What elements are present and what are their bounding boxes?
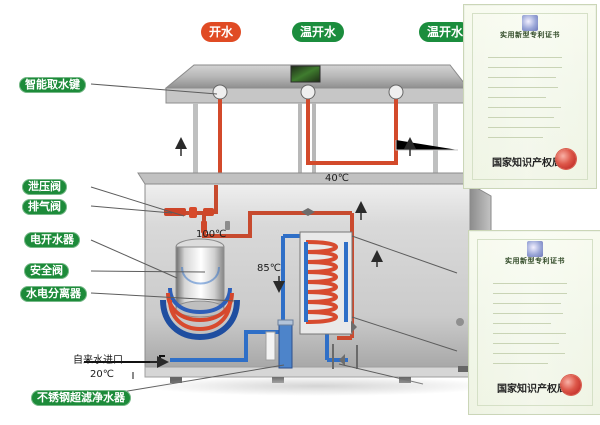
certificate-line (488, 57, 562, 58)
certificate-line (488, 127, 560, 128)
certificate-title-bottom: 实用新型专利证书 (505, 257, 565, 265)
water-separator-label: 水电分离器 (20, 286, 87, 302)
certificate-signature-bottom: 国家知识产权局 (497, 384, 567, 395)
warm-water-label: 温开水 (292, 22, 345, 42)
temperature-note-top: 40℃ (325, 173, 349, 184)
certificate-line (488, 87, 558, 88)
certificate-line (493, 323, 551, 324)
certificate-line (493, 283, 567, 284)
certificate-top: 实用新型专利证书 国家知识产权局 (463, 4, 597, 189)
hot-water-label: 开水 (201, 22, 242, 42)
certificate-line (493, 363, 548, 364)
certificate-title-top: 实用新型专利证书 (500, 31, 560, 39)
certificate-seal-icon (556, 149, 576, 169)
certificate-logo-icon (527, 241, 543, 257)
certificate-line (488, 117, 554, 118)
certificate-border-bottom (477, 239, 593, 406)
certificate-line (493, 313, 563, 314)
certificate-logo-icon (522, 15, 538, 31)
smart-key-label: 智能取水键 (19, 77, 86, 93)
temperature-note-inlet: 20℃ (90, 369, 114, 380)
certificate-bottom: 实用新型专利证书 国家知识产权局 (468, 230, 600, 415)
temperature-note-boil: 100℃ (196, 229, 227, 240)
certificate-line (488, 107, 561, 108)
certificate-line (488, 77, 556, 78)
certificate-signature-top: 国家知识产权局 (492, 158, 562, 169)
certificate-border-top (472, 13, 588, 180)
electric-boiler-label: 电开水器 (24, 232, 80, 248)
certificate-line (493, 293, 567, 294)
certificate-line (493, 353, 565, 354)
certificate-line (493, 343, 559, 344)
tap-inlet-note: 自来水进口 (73, 355, 123, 366)
certificate-line (488, 67, 562, 68)
certificate-line (493, 303, 561, 304)
safety-valve-label: 安全阀 (24, 263, 69, 279)
warm-water-right-label: 温开水 (419, 22, 472, 42)
temperature-note-coil: 85℃ (257, 263, 281, 274)
certificate-line (488, 97, 546, 98)
certificate-seal-icon (561, 375, 581, 395)
certificate-line (488, 137, 543, 138)
filter-unit-label: 不锈钢超滤净水器 (31, 390, 131, 406)
pressure-valve-label: 泄压阀 (22, 179, 67, 195)
certificate-line (493, 333, 566, 334)
exhaust-valve-label: 排气阀 (22, 199, 67, 215)
